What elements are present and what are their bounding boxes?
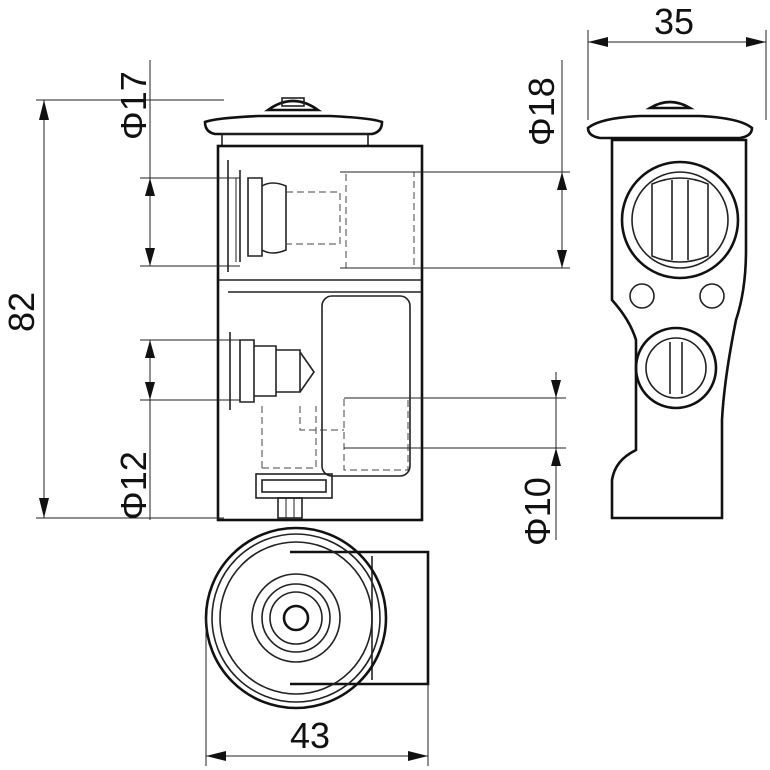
side-view bbox=[586, 100, 754, 520]
dim-diameter-12: Φ12 bbox=[113, 451, 154, 520]
dim-diameter-17: Φ17 bbox=[113, 71, 154, 140]
front-view bbox=[203, 97, 424, 522]
dim-diameter-18: Φ18 bbox=[521, 77, 562, 146]
dim-width-bottom: 43 bbox=[290, 715, 330, 756]
dim-height-left: 82 bbox=[1, 292, 42, 332]
dim-diameter-10: Φ10 bbox=[517, 477, 558, 546]
dimension-lines bbox=[36, 30, 767, 766]
dim-width-top: 35 bbox=[654, 1, 694, 42]
bottom-view bbox=[204, 526, 430, 710]
